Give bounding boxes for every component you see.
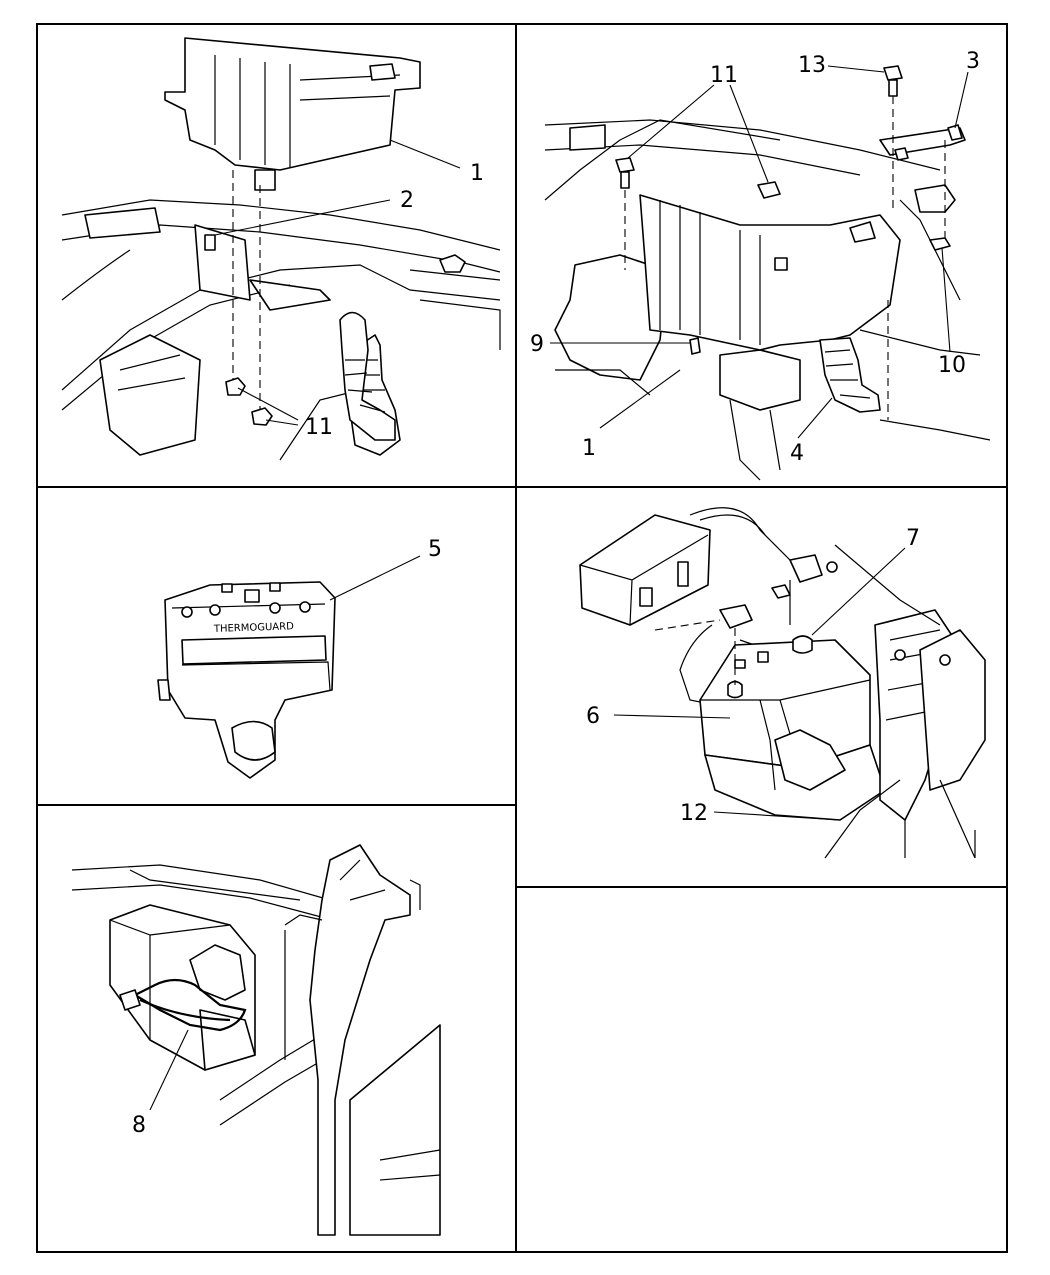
panel-middle-right: 7 6 12 (579, 507, 986, 859)
fender-rails (71, 864, 341, 1126)
sensor-housing (109, 904, 256, 1071)
screw-part-9 (689, 337, 701, 355)
battery-cables (679, 507, 806, 711)
module-bracket-part-1 (164, 37, 421, 191)
panel-top-right: 11 13 3 9 10 1 4 (530, 49, 991, 481)
callout-3: 3 (966, 49, 980, 74)
leaders-top-right (550, 65, 969, 439)
wire-harness-part-8 (119, 978, 247, 1032)
callout-13: 13 (798, 53, 826, 78)
bolts-part-11-right (615, 157, 781, 199)
bolt-part-13 (883, 65, 903, 97)
leader-8 (149, 1029, 189, 1111)
leader-5 (329, 555, 421, 601)
terminal-nut-part-7 (771, 554, 838, 599)
assembly-dashes (232, 170, 261, 410)
assembly-dashes-right (624, 96, 946, 420)
hose-part-4 (819, 337, 881, 413)
callout-8: 8 (132, 1113, 146, 1138)
leaders-top-left (214, 139, 461, 426)
fender-structure-right (544, 119, 991, 481)
drain-hose (339, 311, 396, 441)
panel-grid (36, 23, 1008, 1253)
callout-1: 1 (582, 436, 596, 461)
module-bracket-part-1-installed (639, 194, 901, 351)
leaders-middle-right (613, 547, 906, 821)
mount-bracket-part-2 (194, 224, 251, 301)
thermoguard-module-part-5 (157, 581, 336, 779)
callout-7: 7 (906, 526, 920, 551)
callout-1: 1 (470, 161, 484, 186)
callout-9: 9 (530, 332, 544, 357)
assembly-dashes-mid-right (654, 619, 736, 685)
panel-top-left: 1 2 11 (61, 37, 501, 461)
nut-part-11 (225, 377, 273, 426)
power-distribution-box (579, 514, 711, 626)
callout-5: 5 (428, 537, 442, 562)
callout-6: 6 (586, 704, 600, 729)
panel-bottom-left: 8 (71, 844, 441, 1236)
module-label: THERMOGUARD (213, 621, 295, 635)
fender-structure-mid-right (824, 544, 986, 859)
callout-11: 11 (710, 63, 738, 88)
strap-part-3 (879, 124, 966, 161)
fender-apron (284, 844, 441, 1236)
clip-part-10 (929, 237, 951, 251)
fender-structure (61, 199, 501, 461)
battery (699, 604, 871, 769)
callout-2: 2 (400, 188, 414, 213)
battery-tray-part-12 (704, 699, 886, 821)
callout-12: 12 (680, 801, 708, 826)
panel-middle-left: THERMOGUARD 5 (157, 537, 442, 779)
callout-10: 10 (938, 353, 966, 378)
callout-4: 4 (790, 441, 804, 466)
callout-11: 11 (305, 415, 333, 440)
